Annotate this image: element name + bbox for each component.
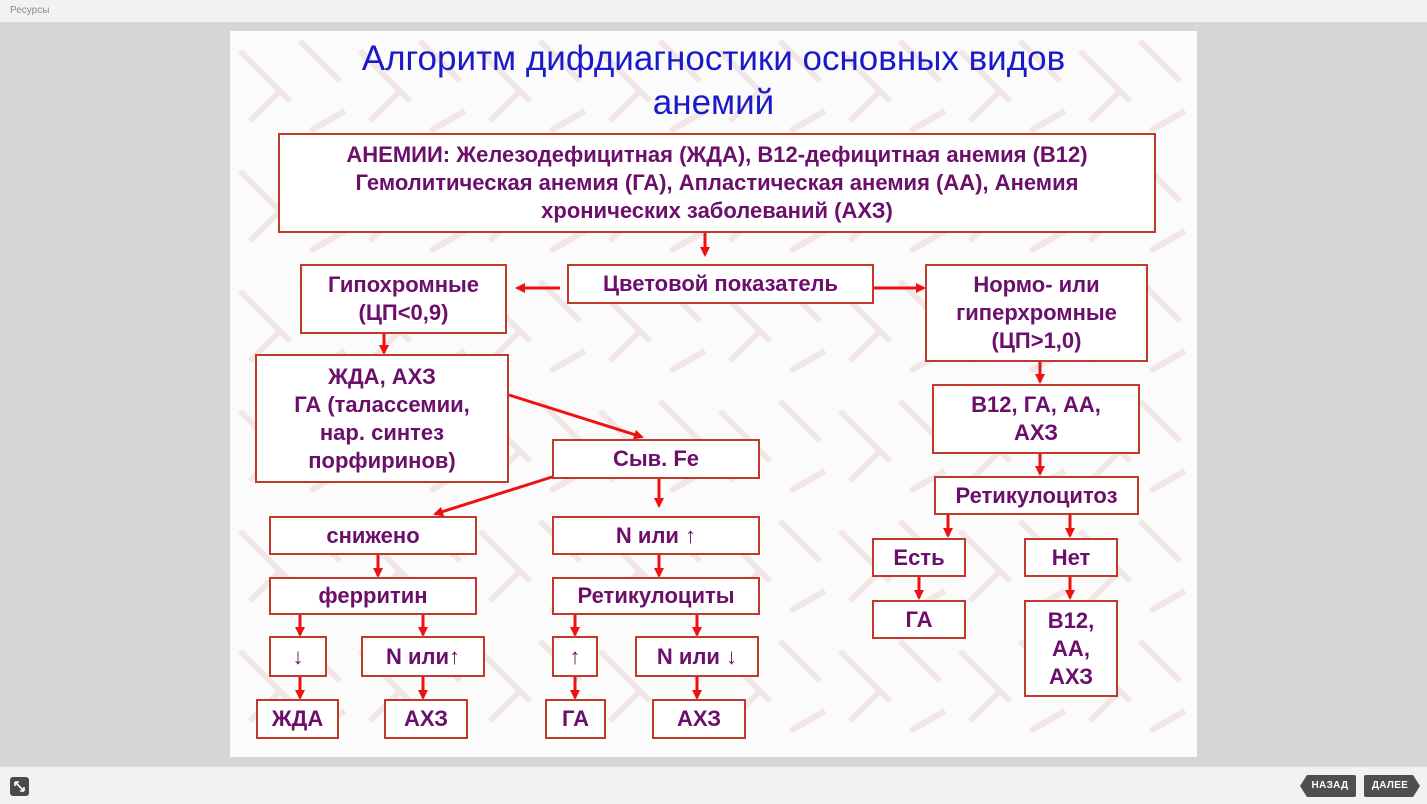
next-button[interactable]: ДАЛЕЕ <box>1364 775 1420 797</box>
flowchart-arrows <box>295 233 1075 700</box>
box-ida-group: ЖДА, АХЗ ГА (талассемии, нар. синтез пор… <box>255 354 509 483</box>
box-ha-2: ГА <box>872 600 966 639</box>
box-ret-n-down: N или ↓ <box>635 636 759 677</box>
arrow-ida-group-to-serum-fe <box>508 393 644 440</box>
box-acd-2: АХЗ <box>652 699 746 739</box>
box-reticulocytes: Ретикулоциты <box>552 577 760 615</box>
box-acd-1: АХЗ <box>384 699 468 739</box>
box-reticulocytosis: Ретикулоцитоз <box>934 476 1139 515</box>
box-fe-n-up: N или ↑ <box>552 516 760 555</box>
box-ferritin: ферритин <box>269 577 477 615</box>
box-no: Нет <box>1024 538 1118 577</box>
box-yes: Есть <box>872 538 966 577</box>
slide: Алгоритм дифдиагностики основных видов а… <box>230 31 1197 757</box>
box-ferritin-down: ↓ <box>269 636 327 677</box>
box-hypochromic: Гипохромные (ЦП<0,9) <box>300 264 507 334</box>
box-ret-up: ↑ <box>552 636 598 677</box>
box-reduced: снижено <box>269 516 477 555</box>
window-title: Ресурсы <box>10 5 50 16</box>
box-anemias: АНЕМИИ: Железодефицитная (ЖДА), В12-дефи… <box>278 133 1156 233</box>
bottom-bar: НАЗАД ДАЛЕЕ <box>0 766 1427 804</box>
box-color-index: Цветовой показатель <box>567 264 874 304</box>
back-button[interactable]: НАЗАД <box>1300 775 1356 797</box>
expand-button[interactable] <box>10 777 29 796</box>
slide-title: Алгоритм дифдиагностики основных видов а… <box>361 39 1066 122</box>
expand-icon <box>14 781 25 792</box>
top-bar: Ресурсы <box>0 0 1427 23</box>
box-b12-aa-acd: В12, АА, АХЗ <box>1024 600 1118 697</box>
box-normo-hyperchromic: Нормо- или гиперхромные (ЦП>1,0) <box>925 264 1148 362</box>
box-ha-1: ГА <box>545 699 606 739</box>
box-ferritin-n-up: N или↑ <box>361 636 485 677</box>
box-ida: ЖДА <box>256 699 339 739</box>
arrow-serum-fe-to-reduced <box>433 475 553 517</box>
box-b12-group: В12, ГА, АА, АХЗ <box>932 384 1140 454</box>
box-serum-fe: Сыв. Fe <box>552 439 760 479</box>
